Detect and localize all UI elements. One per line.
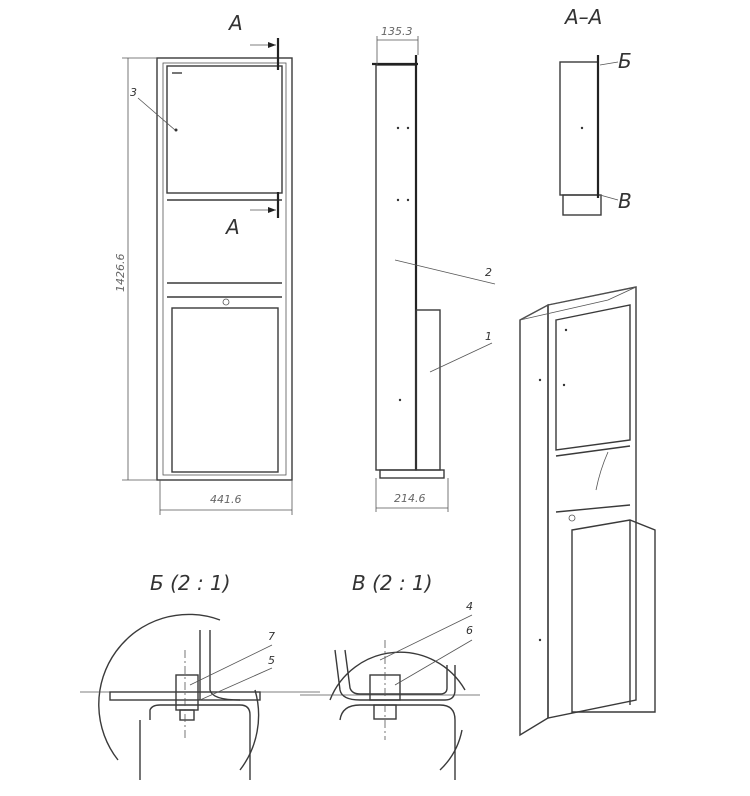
detail-v-title: В (2 : 1) [352,571,433,595]
callout-6: 6 [466,624,473,637]
depth-dimension-bottom: 214.6 [394,492,426,505]
callout-1: 1 [485,330,492,343]
detail-mark-v: В [618,189,632,213]
section-view: A–A Б В [559,5,632,216]
detail-b: Б (2 : 1) 7 5 [80,571,320,780]
detail-mark-b: Б [618,49,632,73]
front-view: A A 3 1426.6 441.6 [114,11,293,515]
callout-4: 4 [466,600,473,613]
section-mark-top: A [227,11,243,35]
isometric-view [519,286,656,737]
section-mark-bottom: A [224,215,240,239]
callout-2: 2 [485,266,492,279]
side-view: 135.3 214.6 2 1 [372,25,496,512]
detail-v: В (2 : 1) 4 6 [300,571,480,780]
detail-b-title: Б (2 : 1) [150,571,231,595]
lock-icon [222,298,230,306]
callout-5: 5 [268,654,275,667]
section-title: A–A [563,5,602,29]
upper-door [166,65,283,194]
height-dimension: 1426.6 [114,254,127,293]
lower-door [171,307,279,473]
width-dimension: 441.6 [210,493,242,506]
callout-7: 7 [268,630,275,643]
callout-3: 3 [130,86,137,99]
depth-dimension-top: 135.3 [381,25,413,38]
